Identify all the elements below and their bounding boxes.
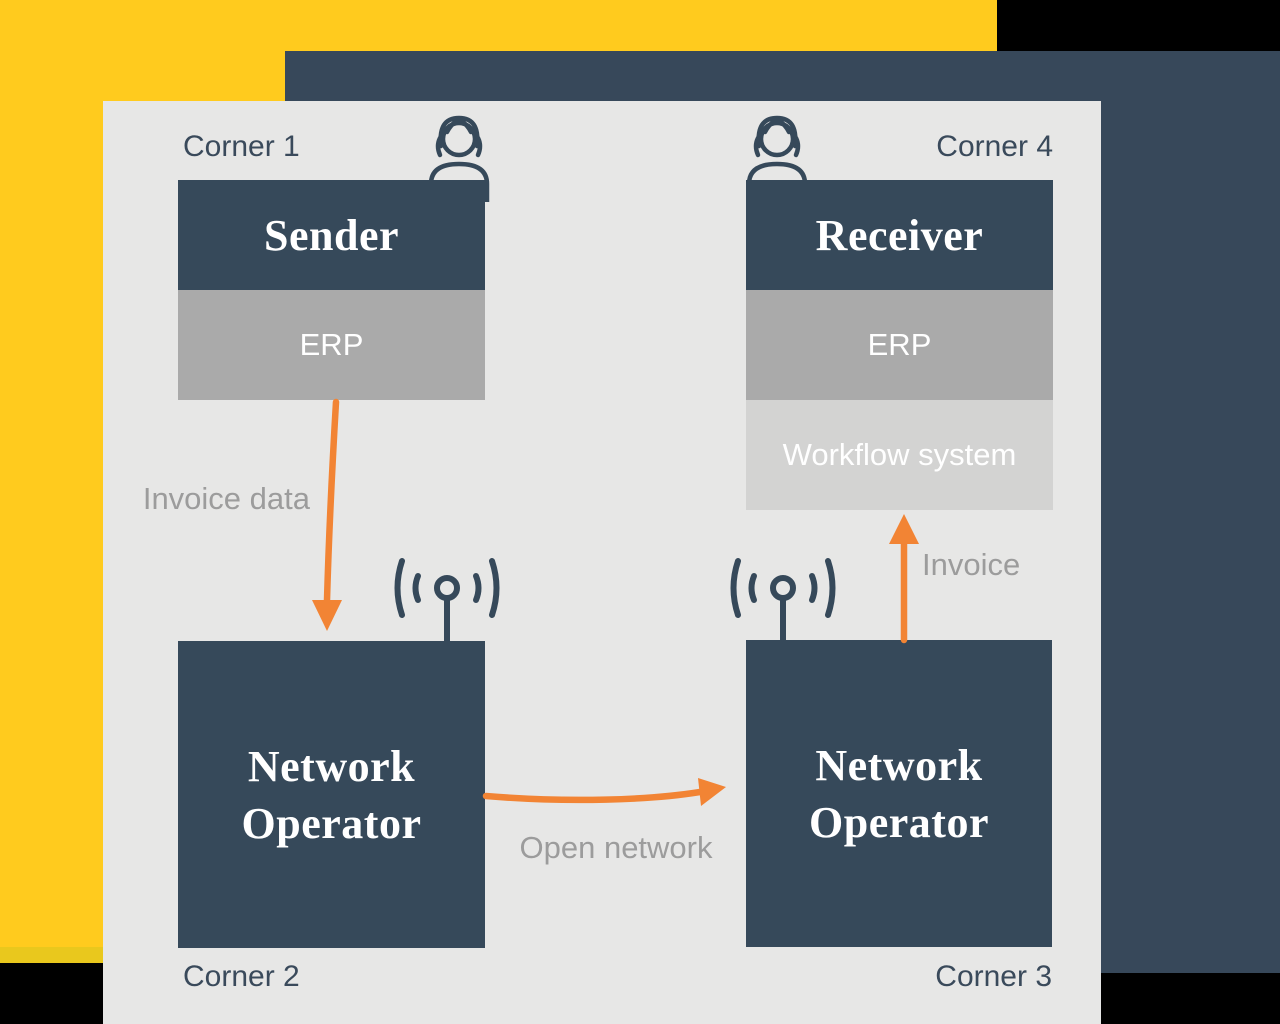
- antenna-icon: [392, 553, 502, 648]
- receiver-erp-box: ERP: [746, 290, 1053, 400]
- corner-2-label: Corner 2: [183, 960, 300, 993]
- receiver-erp-label: ERP: [867, 327, 932, 362]
- receiver-title: Receiver: [815, 210, 984, 260]
- corner-3-label: Corner 3: [935, 960, 1052, 993]
- receiver-workflow-system-box: Workflow system: [746, 400, 1053, 510]
- network-operator-right-title: Network Operator: [809, 740, 989, 847]
- open-network-label: Open network: [519, 830, 713, 865]
- network-operator-right-box: Network Operator: [746, 640, 1052, 947]
- sender-erp-label: ERP: [299, 327, 364, 362]
- workflow-system-label: Workflow system: [782, 437, 1017, 472]
- invoice-data-label: Invoice data: [142, 481, 310, 516]
- network-operator-left-title: Network Operator: [241, 741, 422, 848]
- person-icon: [419, 112, 499, 202]
- sender-box: Sender: [178, 180, 485, 290]
- sender-erp-box: ERP: [178, 290, 485, 400]
- sender-title: Sender: [264, 210, 399, 260]
- person-icon: [737, 112, 817, 202]
- corner-1-label: Corner 1: [183, 130, 300, 163]
- invoice-data-arrow: [312, 398, 342, 631]
- open-network-arrow: [482, 778, 726, 806]
- antenna-icon: [728, 553, 838, 648]
- network-operator-left-box: Network Operator: [178, 641, 485, 948]
- corner-4-label: Corner 4: [936, 130, 1053, 163]
- invoice-label: Invoice: [922, 547, 1021, 582]
- invoice-arrow: [889, 514, 919, 644]
- receiver-box: Receiver: [746, 180, 1053, 290]
